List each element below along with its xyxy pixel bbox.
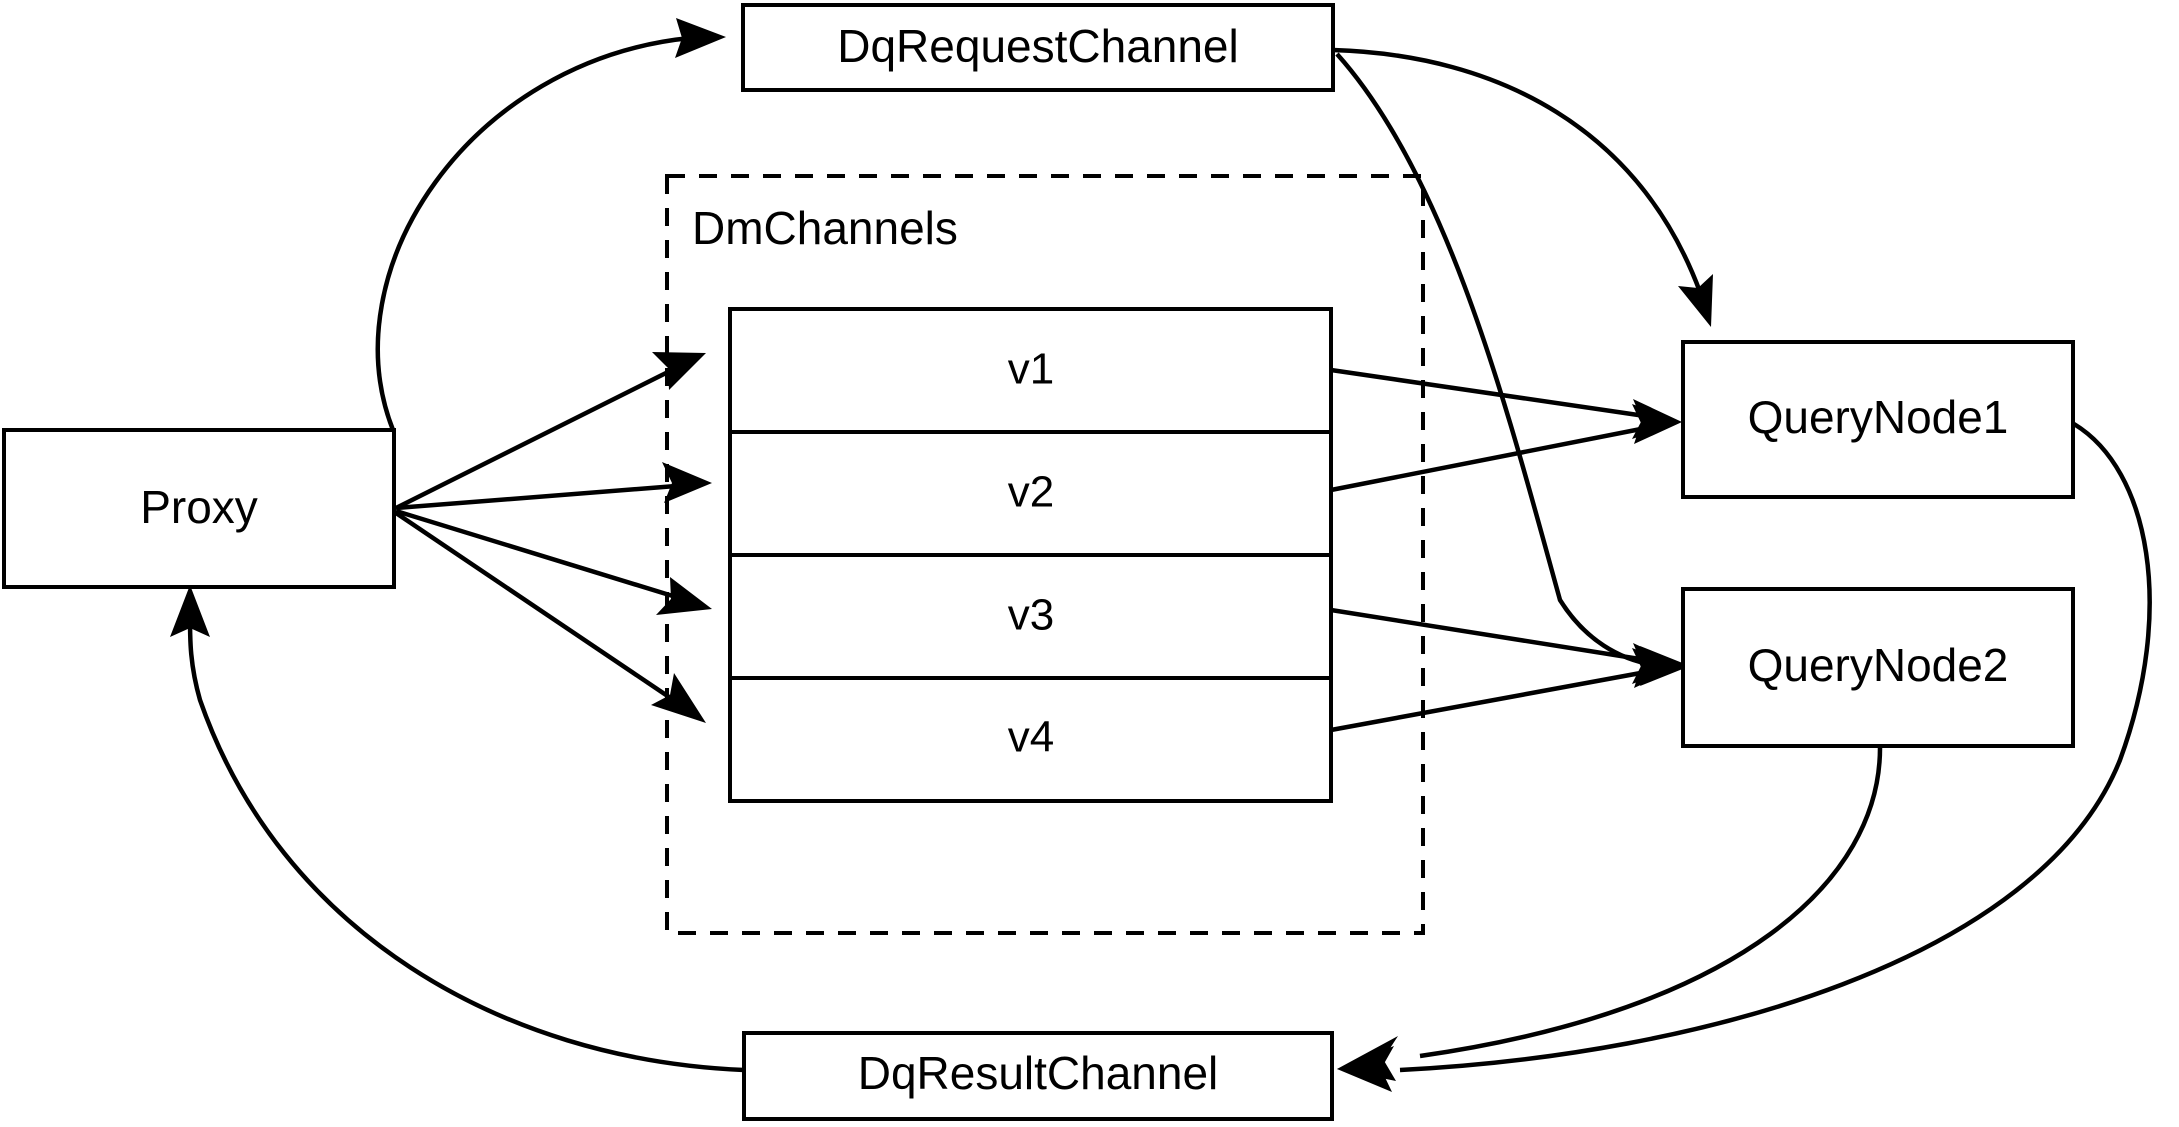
edge-dq-request-channel-to-query-node-2 [1335,52,1690,686]
query-node-1-label: QueryNode1 [1748,391,2009,443]
dm-channels-dashed-box [665,174,1425,935]
node-query-node-2[interactable]: QueryNode2 [1681,587,2075,748]
edge-dq-result-channel-to-proxy [170,585,745,1073]
channel-row-v4[interactable]: v4 [1008,713,1054,762]
arrowhead-icon [675,18,726,58]
arrowhead-icon [170,585,210,637]
query-node-2-label: QueryNode2 [1748,639,2009,691]
channel-row-v1[interactable]: v1 [1008,345,1054,394]
edge-query-node-1-to-dq-result-channel [1337,422,2152,1092]
node-dq-request-channel[interactable]: DqRequestChannel [741,3,1335,92]
arrowhead-icon [656,577,712,615]
node-proxy[interactable]: Proxy [2,428,396,589]
node-query-node-1[interactable]: QueryNode1 [1681,340,2075,499]
edge-proxy-to-v3 [395,508,712,615]
arrowhead-icon [1678,274,1713,327]
dq-request-channel-label: DqRequestChannel [837,20,1239,72]
edge-proxy-to-dq-request-channel [375,18,726,431]
dm-channels-table: v1 v2 v3 v4 [728,307,1333,803]
edge-proxy-to-v4 [394,511,706,723]
query-node-1-box[interactable] [1681,340,2075,499]
arrowhead-icon [1337,1036,1398,1081]
edge-v2-to-query-node-1 [1330,404,1682,493]
edge-v4-to-query-node-2 [1330,648,1682,733]
dm-channels-label: DmChannels [692,202,958,254]
query-node-2-box[interactable] [1681,587,2075,748]
proxy-label: Proxy [140,481,258,533]
node-dq-result-channel[interactable]: DqResultChannel [742,1031,1334,1121]
edge-query-node-2-to-dq-result-channel [1337,747,1883,1081]
edge-proxy-to-v2 [395,462,712,511]
dq-result-channel-box[interactable] [742,1031,1334,1121]
dq-request-channel-box[interactable] [741,3,1335,92]
group-dm-channels: DmChannels [665,174,1425,935]
dq-result-channel-label: DqResultChannel [858,1047,1219,1099]
arrowhead-icon [652,352,706,390]
arrowhead-icon [1632,648,1682,688]
edge-dq-request-channel-to-query-node-1 [1332,47,1713,327]
channel-row-v3[interactable]: v3 [1008,591,1054,640]
edge-proxy-to-v1 [394,352,706,511]
arrowhead-icon [1632,404,1682,444]
arrowhead-icon [662,462,712,503]
arrowhead-icon [651,673,706,723]
channel-row-v2[interactable]: v2 [1008,468,1054,517]
proxy-box[interactable] [2,428,396,589]
